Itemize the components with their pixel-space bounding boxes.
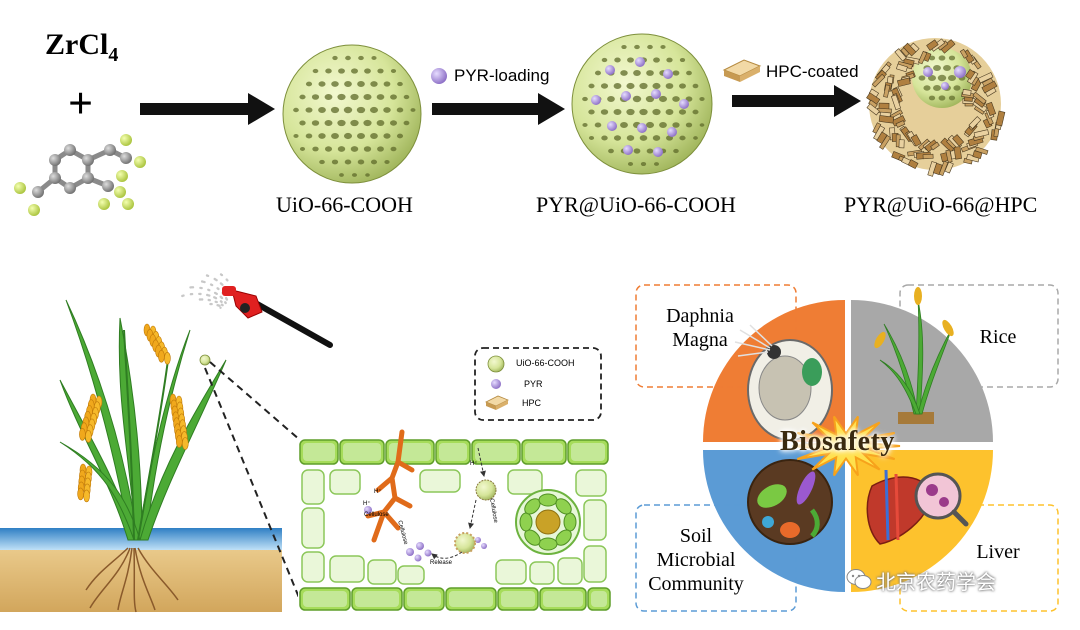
synthesis-arrows xyxy=(140,85,861,125)
rice-plant xyxy=(59,299,227,613)
release-label: Release xyxy=(430,560,453,566)
stage3-caption: PYR@UiO-66@HPC xyxy=(844,192,1038,217)
legend-label-pyr: PYR xyxy=(524,379,543,389)
hpc-coated-sphere xyxy=(866,38,1006,177)
microbe-illustration xyxy=(747,459,833,545)
plus-sign: + xyxy=(68,79,94,128)
cellulose-label-1: Cellulose xyxy=(364,512,389,518)
leaf-cell-section xyxy=(298,429,612,612)
sprayer xyxy=(181,273,333,348)
legend-label-uio66: UiO-66-COOH xyxy=(516,358,575,368)
liver-illustration xyxy=(866,469,969,545)
linker-molecule xyxy=(14,134,146,216)
reagent-label: ZrCl4 xyxy=(45,28,119,66)
soil-label: Soil Microbial Community xyxy=(648,525,744,595)
stage1-caption: UiO-66-COOH xyxy=(276,192,413,217)
rice-illustration xyxy=(874,287,954,424)
pyr-icon xyxy=(431,68,447,84)
wechat-icon xyxy=(846,568,872,590)
h-ion-label-1: H⁺ xyxy=(363,501,371,507)
legend-label-hpc: HPC xyxy=(522,398,542,408)
legend-box xyxy=(474,347,602,421)
liver-label: Liver xyxy=(976,541,1020,563)
starburst-icon xyxy=(791,415,901,477)
h-ion-label-2: H⁺ xyxy=(374,489,382,495)
zoom-lines xyxy=(204,361,301,601)
rice-label: Rice xyxy=(979,326,1017,348)
hpc-coated-label: HPC-coated xyxy=(766,62,859,81)
biosafety-boxes xyxy=(635,284,1059,612)
uio66-sphere xyxy=(282,44,422,184)
biosafety-center-label: Biosafety xyxy=(780,426,895,457)
stage2-caption: PYR@UiO-66-COOH xyxy=(536,192,736,217)
pyr-uio66-sphere xyxy=(571,33,713,175)
hpc-icon xyxy=(722,59,762,82)
daphnia-label: Daphnia Magna xyxy=(666,305,734,351)
watermark-text: 北京农药学会 xyxy=(876,570,996,594)
pyr-loading-label: PYR-loading xyxy=(454,66,550,85)
daphnia-illustration xyxy=(734,324,833,453)
h-ion-label-3: H⁺ xyxy=(470,461,478,467)
